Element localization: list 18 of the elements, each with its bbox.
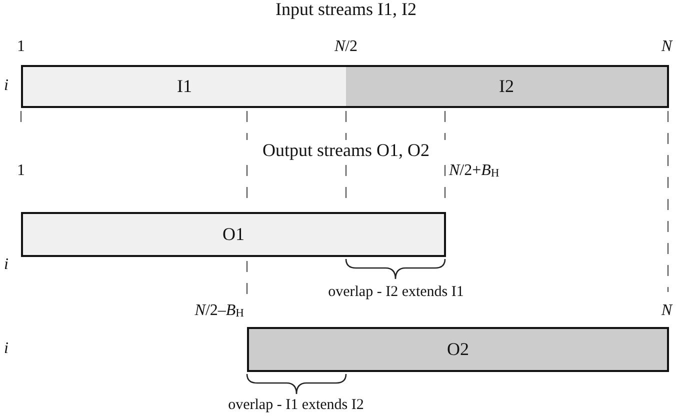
axis-label: i xyxy=(4,256,8,274)
position-label: N/2+B$_{H}$ xyxy=(449,162,500,180)
overlap-label: overlap - I2 extends I1 xyxy=(328,284,464,300)
section-heading: Input streams I1, I2 xyxy=(276,0,416,20)
position-label: N/2 xyxy=(334,38,358,56)
output-stream-bar: O1 xyxy=(21,212,446,257)
input-stream-bar: I1 xyxy=(21,65,347,108)
output-stream-bar: O2 xyxy=(247,327,669,372)
position-label: N xyxy=(661,38,672,56)
position-label: 1 xyxy=(17,38,25,56)
position-label: N/2–B$_{H}$ xyxy=(194,302,244,320)
axis-label: i xyxy=(4,340,8,358)
section-heading: Output streams O1, O2 xyxy=(262,141,430,161)
overlap-label: overlap - I1 extends I2 xyxy=(228,397,364,414)
input-stream-bar: I2 xyxy=(346,65,669,108)
position-label: N xyxy=(661,302,672,320)
position-label: 1 xyxy=(17,162,25,180)
axis-label: i xyxy=(4,77,8,95)
